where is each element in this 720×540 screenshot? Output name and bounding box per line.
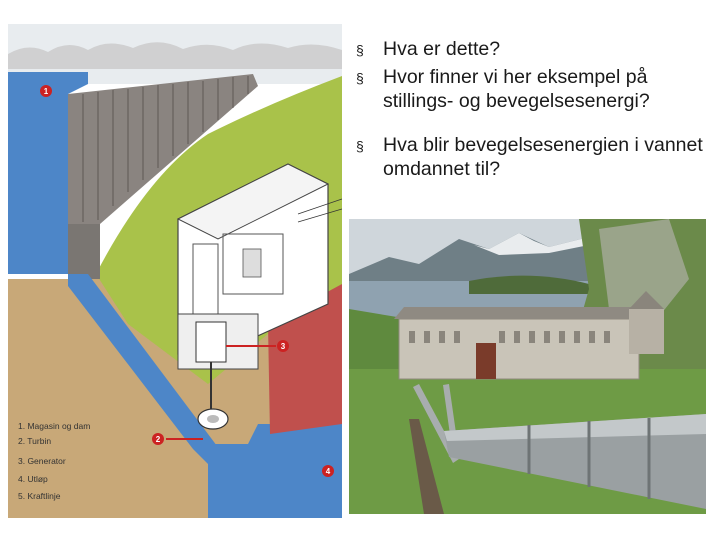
question-item: §Hva blir bevegelsesenergien i vannet om… (356, 134, 703, 180)
callout-4 (322, 465, 334, 477)
tailrace-water (208, 424, 342, 518)
bullet-icon: § (356, 70, 364, 86)
penstock (68, 274, 223, 464)
svg-text:4: 4 (326, 467, 331, 476)
power-station-building (398, 318, 640, 380)
hydropower-plant-diagram: 1 2 3 4 1. Magasin og dam 2. Turbin 3. G… (8, 24, 342, 518)
callout-3 (277, 340, 289, 352)
diagram-legend: 1. Magasin og dam 2. Turbin 3. Generator… (18, 421, 90, 501)
svg-text:3: 3 (281, 342, 286, 351)
question-item: §Hva er dette? (356, 38, 501, 60)
bullet-icon: § (356, 42, 364, 58)
svg-text:1: 1 (44, 87, 49, 96)
legend-item: 3. Generator (18, 456, 66, 466)
question-list: §Hva er dette? §Hvor finner vi her eksem… (354, 37, 716, 181)
legend-item: 1. Magasin og dam (18, 421, 90, 431)
legend-item: 5. Kraftlinje (18, 491, 61, 501)
legend-item: 4. Utløp (18, 474, 48, 484)
callout-2 (152, 433, 164, 445)
bullet-icon: § (356, 138, 364, 154)
distant-mountains (8, 42, 342, 69)
question-item: §Hvor finner vi her eksempel på stilling… (356, 66, 650, 112)
power-station-photo (349, 219, 706, 514)
rail-track (409, 419, 444, 514)
dam-wall (68, 74, 258, 224)
callout-1 (40, 85, 52, 97)
svg-text:2: 2 (156, 435, 161, 444)
generator (195, 321, 227, 363)
legend-item: 2. Turbin (18, 436, 51, 446)
